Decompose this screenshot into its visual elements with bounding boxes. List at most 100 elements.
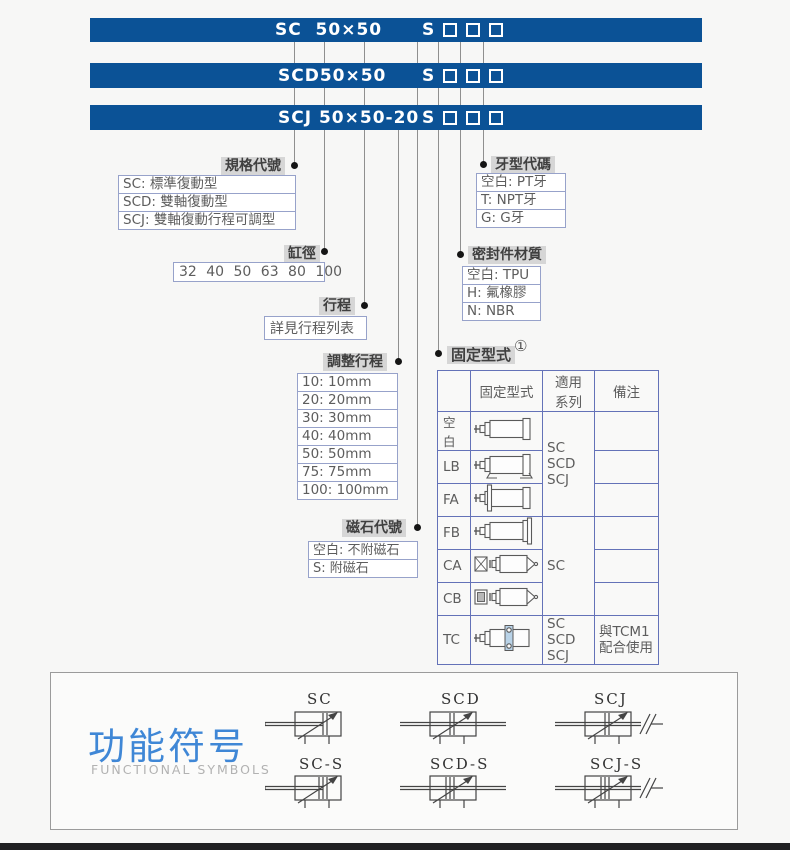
callout-bore: 缸徑 xyxy=(284,245,320,263)
functional-symbols-title-en: FUNCTIONAL SYMBOLS xyxy=(91,762,271,777)
code-bar-scj: SCJ 50×50-20 S xyxy=(90,105,702,130)
leader-line-magnet xyxy=(417,42,418,528)
bullet-magnet xyxy=(414,524,421,531)
code-bar-scj-suffix: S xyxy=(422,107,504,128)
cylinder-basic-icon xyxy=(470,411,543,451)
table-row: LB xyxy=(437,450,659,484)
bullet-adj xyxy=(395,358,402,365)
thread-item: T: NPT牙 xyxy=(477,192,565,210)
note-cell xyxy=(594,411,659,451)
code-bar-scd-s: S xyxy=(422,65,435,86)
mount-code: FB xyxy=(437,516,471,550)
mount-code: TC xyxy=(437,615,471,665)
callout-magnet: 磁石代號 xyxy=(342,519,406,537)
code-bar-sc-text: SC 50×50 xyxy=(275,20,383,40)
adj-item: 20: 20mm xyxy=(298,392,397,410)
leader-line-mount xyxy=(438,42,439,354)
bore-values: 32 40 50 63 80 100 xyxy=(179,264,343,280)
series-line: SC xyxy=(547,440,565,456)
cylinder-clevis-b-icon xyxy=(470,582,543,616)
leader-line-bore xyxy=(324,42,325,252)
series-line: SCJ xyxy=(547,472,569,488)
adj-item: 75: 75mm xyxy=(298,464,397,482)
callout-spec: 規格代號 xyxy=(221,157,285,175)
mount-header-type: 固定型式 xyxy=(470,370,543,412)
series-line: SC xyxy=(547,558,565,574)
spec-item: SC: 標準復動型 xyxy=(119,176,295,194)
code-bar-sc-suffix: S xyxy=(422,20,504,40)
adj-item: 100: 100mm xyxy=(302,482,389,498)
bullet-seal xyxy=(457,251,464,258)
cylinder-trunnion-icon xyxy=(470,615,543,665)
note-tc: 與TCM1 配合使用 xyxy=(594,615,659,665)
mount-code: CB xyxy=(437,582,471,616)
table-row: FB SC xyxy=(437,516,659,616)
code-box-icon xyxy=(443,23,458,37)
code-bar-scj-text: SCJ 50×50-20 xyxy=(278,107,420,128)
note-line: 配合使用 xyxy=(599,640,653,656)
symbol-label-scj: SCJ xyxy=(594,690,628,708)
series-group-mid: SC xyxy=(542,516,595,616)
series-group-top: SC SCD SCJ xyxy=(542,411,595,517)
symbol-label-scd: SCD xyxy=(441,690,481,708)
mount-code: FA xyxy=(437,483,471,517)
bullet-mount xyxy=(435,350,442,357)
code-bar-scd: SCD50×50 S xyxy=(90,63,702,88)
functional-symbols-panel xyxy=(50,672,738,830)
stroke-note: 詳見行程列表 xyxy=(270,321,354,337)
cylinder-rear-flange-icon xyxy=(470,516,543,550)
symbol-label-scd-s: SCD-S xyxy=(430,755,490,773)
code-bar-sc-s: S xyxy=(422,20,435,40)
code-box-icon xyxy=(466,110,481,125)
mount-header-series: 適用 系列 xyxy=(542,370,595,412)
mount-code: LB xyxy=(437,450,471,484)
symbol-label-sc: SC xyxy=(307,690,333,708)
symbol-label-scj-s: SCJ-S xyxy=(590,755,644,773)
code-bar-scd-suffix: S xyxy=(422,65,504,86)
bullet-bore xyxy=(321,248,328,255)
leader-line-thread xyxy=(483,42,484,165)
bullet-spec xyxy=(291,162,298,169)
mount-header-note: 備注 xyxy=(594,370,659,412)
mount-code: CA xyxy=(437,549,471,583)
cylinder-front-flange-icon xyxy=(470,483,543,517)
adjust-stroke-list: 10: 10mm 20: 20mm 30: 30mm 40: 40mm 50: … xyxy=(297,373,398,500)
bore-size-box: 32 40 50 63 80 100 xyxy=(173,262,343,282)
table-row: CB xyxy=(437,582,659,616)
bullet-thread xyxy=(480,161,487,168)
code-bar-scd-text: SCD50×50 xyxy=(278,65,387,86)
spec-code-list: SC: 標準復動型 SCD: 雙軸復動型 SCJ: 雙軸復動行程可調型 xyxy=(118,175,296,230)
pneumatic-symbol-scj-s xyxy=(555,770,667,814)
magnet-item: S: 附磁石 xyxy=(313,561,369,576)
symbol-label-sc-s: SC-S xyxy=(299,755,345,773)
table-row: TC SC SCD SCJ 與TCM1 配合使用 xyxy=(437,615,659,665)
mount-header-blank xyxy=(437,370,471,412)
code-box-icon xyxy=(466,23,481,37)
table-row: FA xyxy=(437,483,659,517)
note-cell xyxy=(594,483,659,517)
leader-line-stroke xyxy=(364,42,365,306)
magnet-code-list: 空白: 不附磁石 S: 附磁石 xyxy=(308,541,418,578)
note-line: 與TCM1 xyxy=(599,624,650,640)
pneumatic-symbol-scd-s xyxy=(400,770,512,814)
code-box-icon xyxy=(489,110,504,125)
mounting-type-table: 固定型式 適用 系列 備注 空白 SC SCD SCJ LB FA xyxy=(437,370,659,665)
magnet-item: 空白: 不附磁石 xyxy=(309,542,417,560)
bullet-stroke xyxy=(361,302,368,309)
callout-mount: 固定型式 xyxy=(447,346,516,364)
callout-adj: 調整行程 xyxy=(323,353,387,371)
spec-item: SCD: 雙軸復動型 xyxy=(119,194,295,212)
callout-stroke: 行程 xyxy=(319,297,355,315)
adj-item: 40: 40mm xyxy=(298,428,397,446)
code-box-icon xyxy=(443,68,458,83)
thread-type-list: 空白: PT牙 T: NPT牙 G: G牙 xyxy=(476,173,566,228)
code-bar-scj-s: S xyxy=(422,107,435,128)
code-box-icon xyxy=(443,110,458,125)
note-cell xyxy=(594,516,659,550)
mount-header-series-line2: 系列 xyxy=(555,395,582,411)
pneumatic-symbol-scj xyxy=(555,706,667,750)
pneumatic-symbol-sc xyxy=(264,706,377,750)
callout-thread: 牙型代碼 xyxy=(491,156,555,174)
callout-seal: 密封件材質 xyxy=(468,246,546,264)
